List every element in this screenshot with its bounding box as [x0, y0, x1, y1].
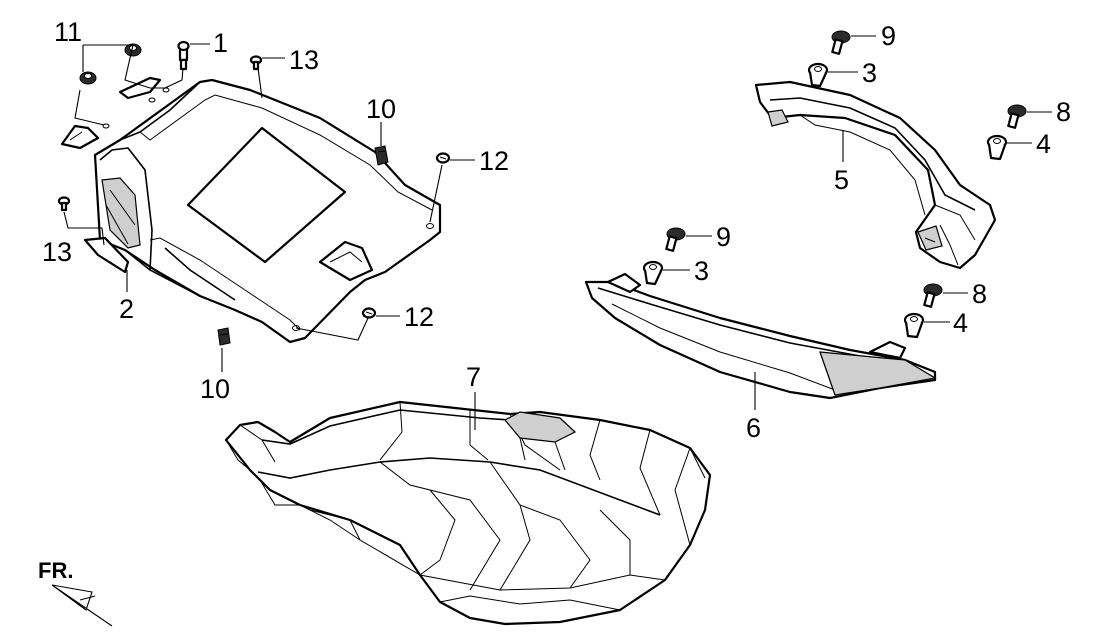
callout-9-top: 9	[881, 21, 896, 51]
part-13-screw-b	[57, 196, 71, 212]
part-4-collar-a	[986, 134, 1008, 161]
part-7-storage-box	[224, 400, 712, 626]
part-5-rear-grab-rail	[754, 80, 997, 270]
callout-13-top: 13	[289, 45, 319, 75]
part-8-bolt-a	[1007, 104, 1027, 129]
callout-1: 1	[213, 28, 228, 58]
callout-3-bottom: 3	[694, 256, 709, 286]
part-6-rear-trim	[584, 272, 937, 400]
part-10-clip-b	[217, 327, 231, 346]
callout-11: 11	[54, 17, 82, 47]
front-direction-indicator: FR.	[38, 558, 113, 627]
part-8-bolt-b	[923, 283, 943, 308]
callout-2: 2	[119, 294, 134, 324]
part-1-pin-fastener	[177, 40, 190, 71]
callout-12-top: 12	[479, 146, 509, 176]
part-11-nut-b	[79, 71, 97, 85]
callout-9-bottom: 9	[716, 222, 731, 252]
callout-labels: 11 1 13 10 12 13 2 12 10 7 9 3 8 4 5 9 3…	[42, 17, 1071, 443]
callout-4-bottom: 4	[953, 308, 968, 338]
callout-8-top: 8	[1056, 97, 1071, 127]
part-9-bolt-a	[831, 30, 851, 55]
leader-lines	[63, 35, 1052, 430]
callout-8-bottom: 8	[972, 279, 987, 309]
part-10-clip-a	[374, 145, 389, 166]
callout-10-top: 10	[366, 94, 396, 124]
callout-7: 7	[466, 362, 481, 392]
front-label: FR.	[38, 558, 73, 583]
callout-10-bottom: 10	[200, 374, 230, 404]
part-12-screw-b	[361, 307, 377, 319]
callout-12-bottom: 12	[404, 302, 434, 332]
callout-5: 5	[834, 165, 849, 195]
part-3-collar-a	[807, 62, 829, 88]
part-3-collar-b	[642, 260, 664, 286]
part-13-screw-a	[249, 55, 263, 71]
part-9-bolt-b	[665, 227, 686, 252]
callout-6: 6	[746, 413, 761, 443]
part-12-screw-a	[435, 152, 451, 164]
part-2-rear-cover	[60, 76, 442, 344]
callout-13-left: 13	[42, 237, 72, 267]
callout-4-top: 4	[1036, 129, 1051, 159]
part-4-collar-b	[903, 312, 925, 339]
front-arrow-icon	[51, 584, 113, 627]
callout-3-top: 3	[862, 58, 877, 88]
part-11-nut-a	[124, 43, 142, 57]
